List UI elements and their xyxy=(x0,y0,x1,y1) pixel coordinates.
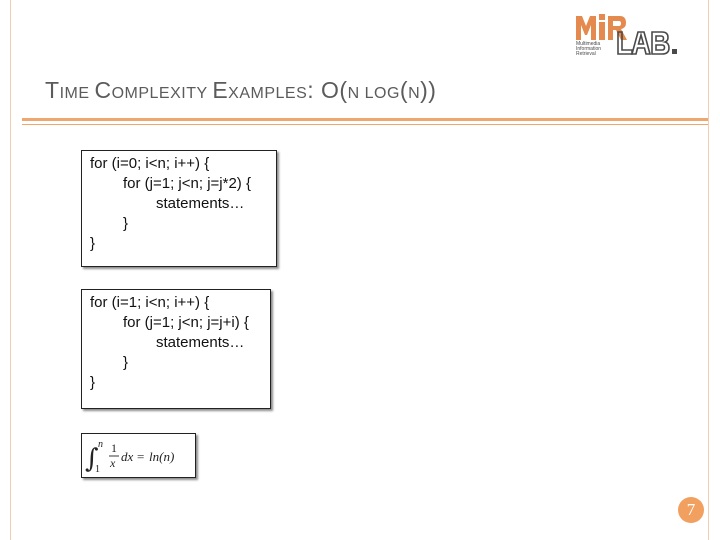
integral-lower-limit: 1 xyxy=(95,464,100,475)
code-line: for (j=1; j<n; j=j*2) { xyxy=(123,175,251,192)
code-line: } xyxy=(123,215,129,232)
fraction-numerator: 1 xyxy=(111,441,117,455)
code-line: for (i=1; i<n; i++) { xyxy=(90,294,210,311)
title-log: LOG xyxy=(359,85,400,102)
logo-line-3: Retrieval xyxy=(576,51,596,57)
title-rest-complexity: OMPLEXITY xyxy=(111,85,213,102)
title-letter-t: T xyxy=(45,77,60,103)
title-paren-open: ( xyxy=(399,77,409,103)
title-paren-close: )) xyxy=(420,77,437,103)
code-line: statements… xyxy=(156,334,245,351)
formula-dx: dx xyxy=(121,449,134,464)
title-letter-e: E xyxy=(212,77,229,103)
title-colon: : xyxy=(307,77,322,103)
formula-equals: = xyxy=(137,449,144,464)
page-number-badge: 7 xyxy=(678,497,704,523)
title-underline-thin xyxy=(22,124,708,125)
integral-sign: ∫ xyxy=(85,444,99,474)
slide-title: TIME COMPLEXITY EXAMPLES: O(N LOG(N)) xyxy=(45,77,436,104)
slide-frame-right xyxy=(708,0,709,540)
code-line: } xyxy=(90,374,96,391)
integral-upper-limit: n xyxy=(98,439,103,450)
title-underline-thick xyxy=(22,118,708,121)
code-line: for (i=0; i<n; i++) { xyxy=(90,155,210,172)
title-n-first: N xyxy=(347,85,360,102)
logo-line-2: Information xyxy=(576,46,601,52)
integral-formula-graphic: ∫ n 1 1 x dx = ln(n) xyxy=(85,439,174,475)
mir-lab-logo: Multimedia Information Retrieval xyxy=(576,14,677,57)
title-rest-time: IME xyxy=(59,85,95,102)
code-block-nested-harmonic: for (i=1; i<n; i++) { for (j=1; j<n; j=j… xyxy=(81,289,271,409)
logo-line-1: Multimedia xyxy=(576,41,600,47)
code-line: } xyxy=(123,354,129,371)
code-block-nested-doubling: for (i=0; i<n; i++) { for (j=1; j<n; j=j… xyxy=(81,150,277,267)
code-line: for (j=1; j<n; j=j+i) { xyxy=(123,314,249,331)
fraction-denominator: x xyxy=(109,456,116,470)
slide-frame-left xyxy=(10,0,11,540)
title-rest-examples: XAMPLES xyxy=(228,85,308,102)
integral-formula: ∫ n 1 1 x dx = ln(n) xyxy=(81,433,196,478)
title-letter-c: C xyxy=(94,77,112,103)
code-line: statements… xyxy=(156,195,245,212)
formula-rhs: ln(n) xyxy=(149,449,174,464)
title-n-second: N xyxy=(408,85,421,102)
title-big-o: O( xyxy=(321,77,348,103)
code-line: } xyxy=(90,235,96,252)
